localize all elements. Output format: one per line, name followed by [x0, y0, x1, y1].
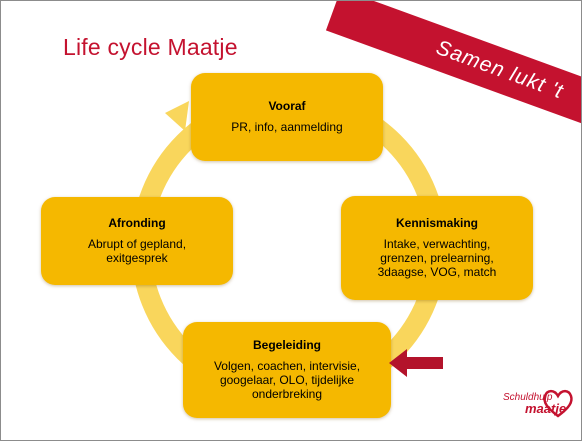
- stage-begeleiding-heading: Begeleiding: [252, 338, 321, 353]
- slide-title: Life cycle Maatje: [63, 34, 238, 60]
- logo-text-2: maatje: [525, 401, 567, 416]
- stage-vooraf: Vooraf PR, info, aanmelding: [191, 73, 383, 161]
- pointer-arrow-icon: [389, 349, 443, 377]
- stage-kennismaking: Kennismaking Intake, verwachting, grenze…: [341, 196, 533, 300]
- stage-vooraf-heading: Vooraf: [268, 99, 306, 114]
- stage-kennismaking-heading: Kennismaking: [395, 216, 479, 231]
- stage-begeleiding-body: Volgen, coachen, intervisie, googelaar, …: [213, 359, 361, 401]
- heart-icon: [543, 389, 573, 418]
- stage-afronding: Afronding Abrupt of gepland, exitgesprek: [41, 197, 233, 285]
- stage-kennismaking-body: Intake, verwachting, grenzen, prelearnin…: [377, 237, 497, 279]
- logo-text-1: Schuldhulp: [503, 392, 553, 403]
- logo: Schuldhulp maatje: [503, 386, 575, 426]
- stage-afronding-body: Abrupt of gepland, exitgesprek: [87, 237, 187, 265]
- stage-afronding-heading: Afronding: [108, 216, 166, 231]
- stage-begeleiding: Begeleiding Volgen, coachen, intervisie,…: [183, 322, 391, 418]
- cycle-arrowhead: [165, 101, 189, 131]
- stage-vooraf-body: PR, info, aanmelding: [231, 120, 343, 135]
